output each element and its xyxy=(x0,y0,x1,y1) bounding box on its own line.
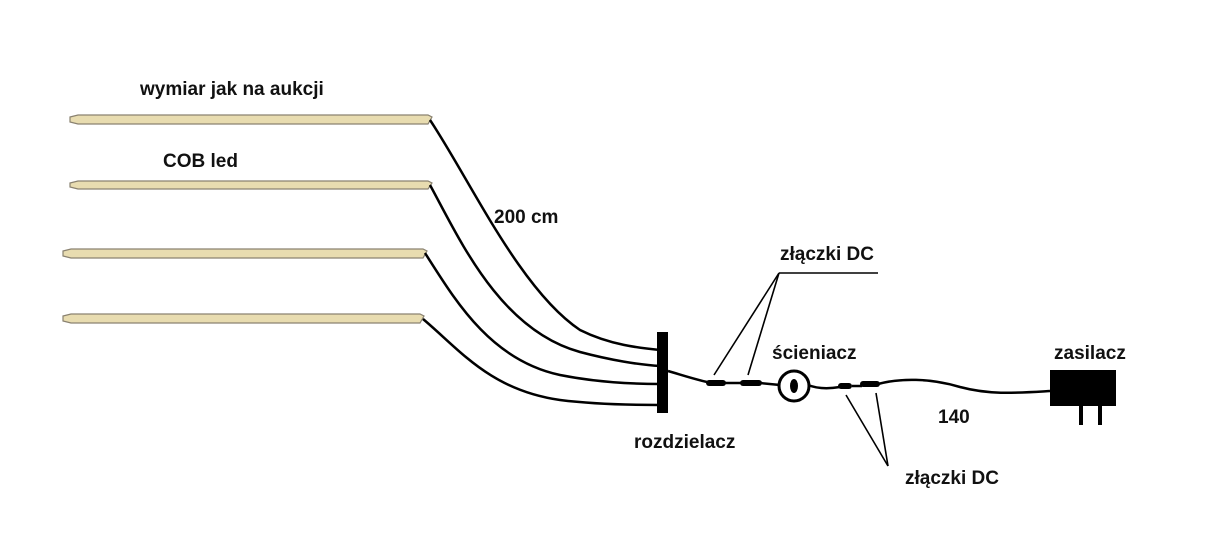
power-supply-body xyxy=(1050,370,1116,406)
power-supply-prong-right xyxy=(1098,405,1102,425)
dc-connectors-bottom-label: złączki DC xyxy=(905,468,999,489)
led-strip-4 xyxy=(62,313,425,324)
reducer xyxy=(777,369,811,403)
power-supply xyxy=(1050,370,1116,425)
dc-connectors xyxy=(706,380,880,389)
dc-connectors-top-label: złączki DC xyxy=(780,244,874,265)
power-cable xyxy=(877,378,1051,395)
led-cables xyxy=(422,119,661,407)
led-strip-2 xyxy=(69,180,433,190)
power-cable-length-label: 140 xyxy=(938,407,970,428)
main-cable-segment-3 xyxy=(759,381,781,387)
dc-connector-3 xyxy=(838,383,852,389)
led-strip-3 xyxy=(62,248,428,259)
dimension-note-label: wymiar jak na aukcji xyxy=(140,79,324,100)
led-cable-4 xyxy=(422,318,661,407)
callout-bottom-to-connector-3 xyxy=(845,394,889,467)
dc-connector-2 xyxy=(740,380,762,386)
led-strip-1 xyxy=(69,114,433,125)
led-cable-1 xyxy=(428,119,661,352)
led-cable-2 xyxy=(428,184,661,368)
dc-connector-4 xyxy=(860,381,880,387)
reducer-label: ścieniacz xyxy=(772,343,857,364)
power-supply-label: zasilacz xyxy=(1054,343,1126,364)
callout-top-to-connector-2 xyxy=(747,272,780,376)
cable-length-label: 200 cm xyxy=(494,207,559,228)
main-cable xyxy=(667,369,1051,395)
led-strips xyxy=(62,114,433,324)
callout-lines xyxy=(713,272,889,467)
callout-top-to-connector-1 xyxy=(713,272,780,376)
callout-bottom-to-connector-4 xyxy=(875,392,889,467)
cob-led-label: COB led xyxy=(163,151,238,172)
power-supply-prong-left xyxy=(1079,405,1083,425)
main-cable-segment-1 xyxy=(667,369,713,385)
dc-connector-1 xyxy=(706,380,726,386)
splitter-bar xyxy=(657,332,668,413)
led-cable-3 xyxy=(423,252,661,386)
reducer-core xyxy=(790,379,798,393)
splitter-label: rozdzielacz xyxy=(634,432,736,453)
main-cable-segment-4 xyxy=(807,383,841,390)
